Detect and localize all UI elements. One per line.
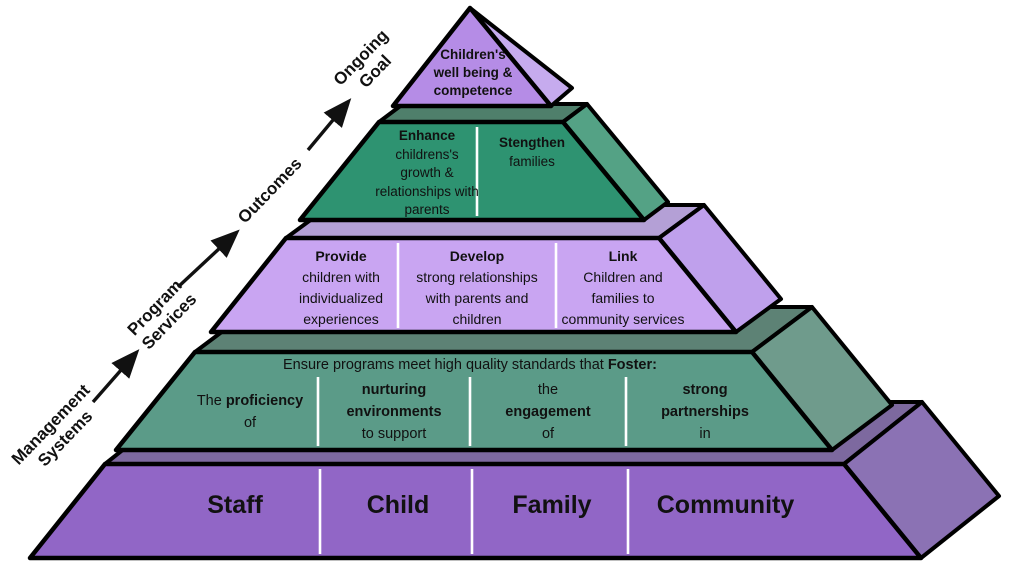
arrow-outcomes-to-goal: [306, 98, 352, 152]
arrow-program-to-outcomes: [176, 229, 240, 289]
level-outcomes: [297, 102, 670, 223]
foundation-label-community: Community: [656, 491, 795, 519]
arrow-track: [91, 98, 352, 404]
foundation-front-face: [27, 461, 924, 561]
management-front-face: [113, 349, 835, 453]
outcomes-front-face: [297, 119, 647, 223]
goal-front-face: [390, 5, 554, 109]
program-front-face: [208, 235, 739, 335]
management-header: Ensure programs meet high quality standa…: [283, 357, 657, 373]
foundation-label-family: Family: [512, 491, 592, 519]
level-goal: [390, 5, 574, 109]
arrow-management-to-program: [91, 349, 140, 404]
foundation-label-child: Child: [366, 491, 430, 519]
foundation-label-staff: Staff: [207, 491, 263, 519]
